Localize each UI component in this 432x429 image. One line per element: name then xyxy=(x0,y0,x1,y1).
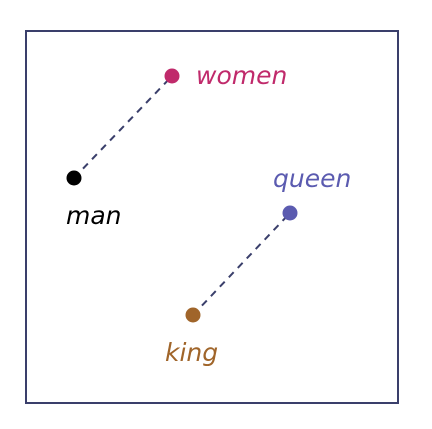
label-man: man xyxy=(66,201,122,230)
label-women: women xyxy=(196,61,287,90)
label-king: king xyxy=(165,338,218,367)
point-king xyxy=(185,307,201,323)
label-queen: queen xyxy=(273,164,351,193)
frame-border xyxy=(25,30,399,404)
link-king-queen xyxy=(192,212,291,316)
link-man-women xyxy=(73,75,173,179)
point-women xyxy=(164,68,180,84)
point-man xyxy=(66,170,82,186)
point-queen xyxy=(282,205,298,221)
